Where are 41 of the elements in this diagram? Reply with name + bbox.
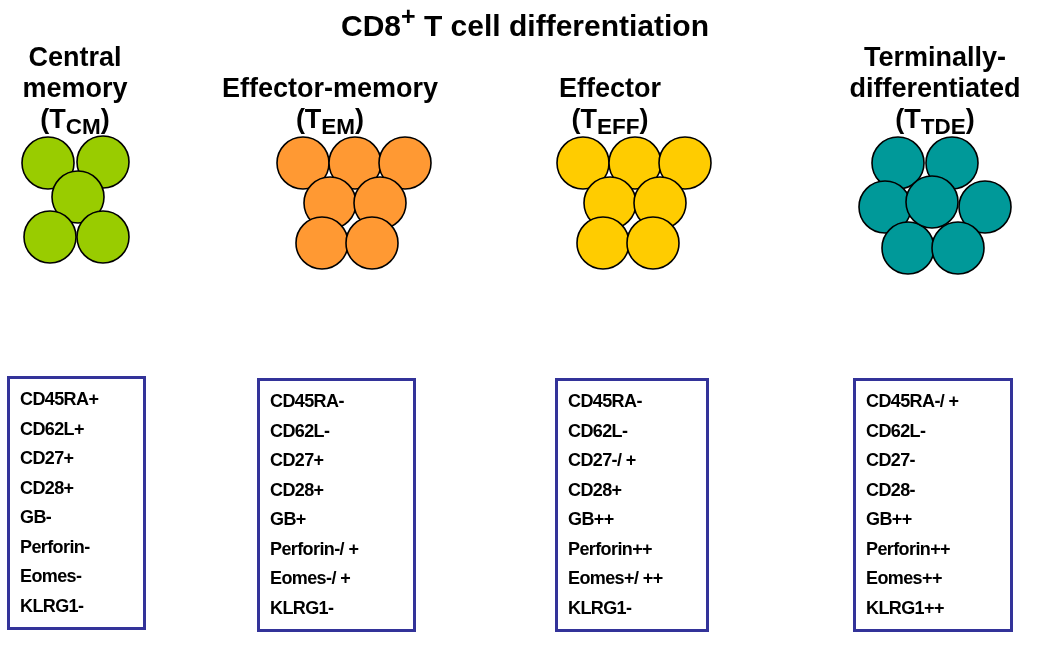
marker-text: GB+ [270,508,307,531]
marker-text: CD28- [866,478,916,502]
column-heading: Terminally-differentiated (T$_{TDE}$) [848,42,1022,142]
marker-box [257,378,416,632]
column-heading: Effector-memory (T$_{EM}$) [220,73,440,142]
marker-text: CD45RA- [568,390,643,413]
marker-text: Perforin++ [866,537,952,561]
marker-text: Perforin++ [568,537,654,561]
marker-box [853,378,1013,632]
marker-text: GB++ [568,508,615,531]
marker-text: GB- [20,506,53,529]
marker-text: CD28+ [568,478,623,502]
marker-text: CD27-/ + [568,449,637,472]
column-heading: Effector (T$_{EFF}$) [558,73,662,142]
marker-text: CD27+ [270,449,325,472]
marker-box [555,378,709,632]
marker-text: CD27+ [20,447,75,470]
marker-text: Perforin-/ + [270,537,360,561]
marker-text: CD45RA-/ + [866,390,960,413]
column-heading: Central memory (T$_{CM}$) [21,42,129,142]
marker-box [7,376,146,630]
marker-text: KLRG1++ [866,596,945,620]
marker-text: KLRG1- [270,596,335,620]
marker-text: CD28+ [20,476,75,500]
marker-text: KLRG1- [568,596,633,620]
marker-text: Eomes- [20,565,83,588]
marker-text: Perforin- [20,535,91,559]
marker-text: KLRG1- [20,594,85,618]
marker-text: GB++ [866,508,913,531]
marker-text: CD62L- [568,419,629,443]
diagram-title: CD8$^{+}$ T cell differentiation [340,2,710,43]
marker-text: CD27- [866,449,916,472]
marker-text: Eomes++ [866,567,943,590]
marker-text: Eomes-/ + [270,567,352,590]
marker-text: CD62L- [270,419,331,443]
marker-text: CD45RA- [270,390,345,413]
marker-text: CD45RA+ [20,388,100,411]
marker-text: CD62L+ [20,417,85,441]
marker-text: Eomes+/ ++ [568,567,664,590]
marker-text: CD28+ [270,478,325,502]
marker-text: CD62L- [866,419,927,443]
